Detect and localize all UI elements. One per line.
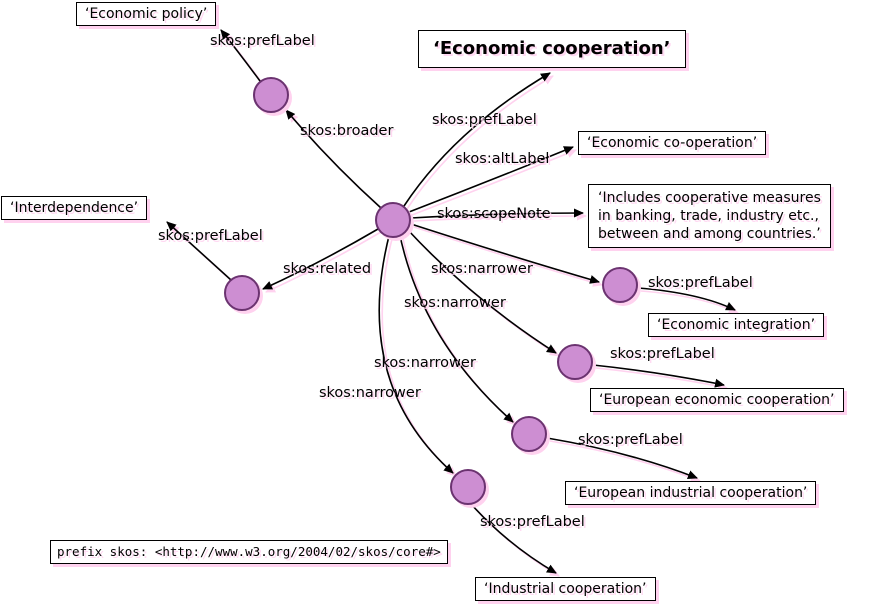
edge-preflabel-main-line (403, 72, 551, 207)
edge-label-preflabel-eur-ind: skos:prefLabel (578, 432, 683, 448)
edge-label-preflabel-policy: skos:prefLabel (210, 33, 315, 49)
node-economic-policy (253, 77, 289, 113)
edge-label-altlabel: skos:altLabel (455, 151, 550, 167)
edge-label-preflabel-integration: skos:prefLabel (648, 275, 753, 291)
box-economic-integration: ‘Economic integration’ (648, 313, 825, 337)
scope-note-line-1: ‘Includes cooperative measures (598, 190, 821, 206)
edge-label-broader: skos:broader (300, 123, 394, 139)
node-economic-cooperation (375, 202, 411, 238)
edge-label-narrower-1: skos:narrower (431, 261, 533, 277)
node-european-economic-cooperation (557, 344, 593, 380)
edge-label-preflabel-interdependence: skos:prefLabel (158, 228, 263, 244)
edge-narrower3-line (398, 230, 514, 423)
edge-preflabel-industrial-line (470, 503, 557, 574)
edge-preflabel-policy-line (220, 29, 261, 82)
box-economic-policy: ‘Economic policy’ (76, 2, 217, 26)
box-economic-co-operation: ‘Economic co-operation’ (578, 131, 767, 155)
edge-narrower2-line (406, 228, 557, 354)
edge-preflabel-eur-ind-line (546, 437, 698, 479)
edge-lines (166, 29, 736, 574)
scope-note-line-2: in banking, trade, industry etc., (598, 208, 819, 224)
edge-preflabel-eur-econ-line (592, 364, 725, 388)
box-european-economic-cooperation: ‘European economic cooperation’ (590, 388, 844, 412)
edge-label-preflabel-eur-econ: skos:prefLabel (610, 346, 715, 362)
edge-label-narrower-4: skos:narrower (319, 385, 421, 401)
edge-altlabel-line (408, 146, 574, 213)
edge-label-preflabel-industrial: skos:prefLabel (480, 514, 585, 530)
edge-label-narrower-3: skos:narrower (374, 355, 476, 371)
box-skos-prefix: prefix skos: <http://www.w3.org/2004/02/… (50, 540, 448, 564)
box-interdependence: ‘Interdependence’ (1, 196, 148, 220)
node-interdependence (224, 275, 260, 311)
node-economic-integration (602, 267, 638, 303)
box-economic-cooperation: ‘Economic cooperation’ (418, 30, 686, 68)
edge-broader-line (285, 109, 382, 209)
node-industrial-cooperation (450, 469, 486, 505)
edge-narrower1-line (410, 223, 600, 284)
box-european-industrial-cooperation: ‘European industrial cooperation’ (565, 481, 817, 505)
box-industrial-cooperation: ‘Industrial cooperation’ (475, 577, 656, 601)
edge-scopenote-line (410, 208, 584, 219)
edge-label-related: skos:related (283, 261, 372, 277)
edge-label-scopenote: skos:scopeNote (437, 206, 551, 222)
box-scope-note: ‘Includes cooperative measures in bankin… (588, 184, 831, 248)
edge-label-preflabel-main: skos:prefLabel (432, 112, 537, 128)
edge-narrower4-line (378, 231, 454, 474)
edge-preflabel-interdependence-line (166, 221, 232, 281)
scope-note-line-3: between and among countries.’ (598, 226, 821, 242)
edge-label-narrower-2: skos:narrower (404, 295, 506, 311)
edge-related-line (262, 228, 379, 290)
node-european-industrial-cooperation (511, 416, 547, 452)
edge-preflabel-integration-line (637, 287, 736, 311)
